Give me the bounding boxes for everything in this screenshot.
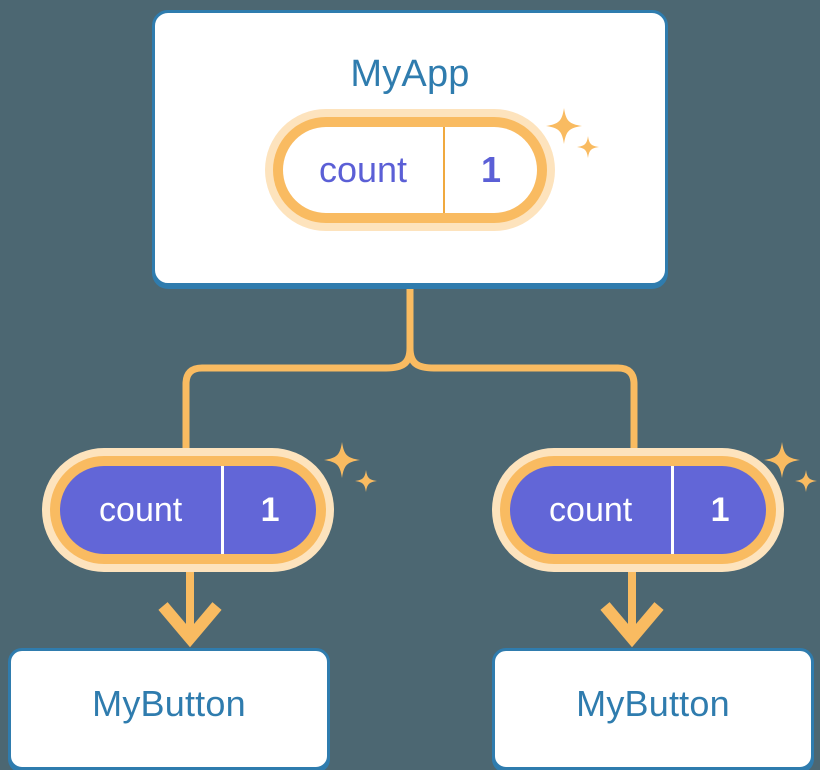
- state-pill-mybutton-right[interactable]: count 1: [492, 448, 784, 572]
- connector-left-pill-to-button: [158, 570, 222, 648]
- component-card-mybutton-right[interactable]: MyButton: [492, 648, 814, 770]
- connector-right-pill-to-button: [600, 570, 664, 648]
- pill-body: count 1: [60, 466, 316, 554]
- state-key-label: count: [549, 490, 633, 529]
- pill-body: count 1: [283, 127, 537, 213]
- component-title-mybutton-right: MyButton: [576, 683, 730, 724]
- component-title-mybutton-left: MyButton: [92, 683, 246, 724]
- state-pill-myapp[interactable]: count 1: [265, 109, 555, 231]
- pill-body: count 1: [510, 466, 766, 554]
- connector-root-to-children-fork: [182, 286, 638, 452]
- state-key-label: count: [99, 490, 183, 529]
- state-value-label: 1: [221, 466, 316, 554]
- state-key-label: count: [318, 149, 408, 190]
- state-value-label: 1: [671, 466, 766, 554]
- component-title-myapp: MyApp: [350, 53, 470, 95]
- component-card-mybutton-left[interactable]: MyButton: [8, 648, 330, 770]
- state-value-label: 1: [443, 127, 537, 213]
- state-pill-mybutton-left[interactable]: count 1: [42, 448, 334, 572]
